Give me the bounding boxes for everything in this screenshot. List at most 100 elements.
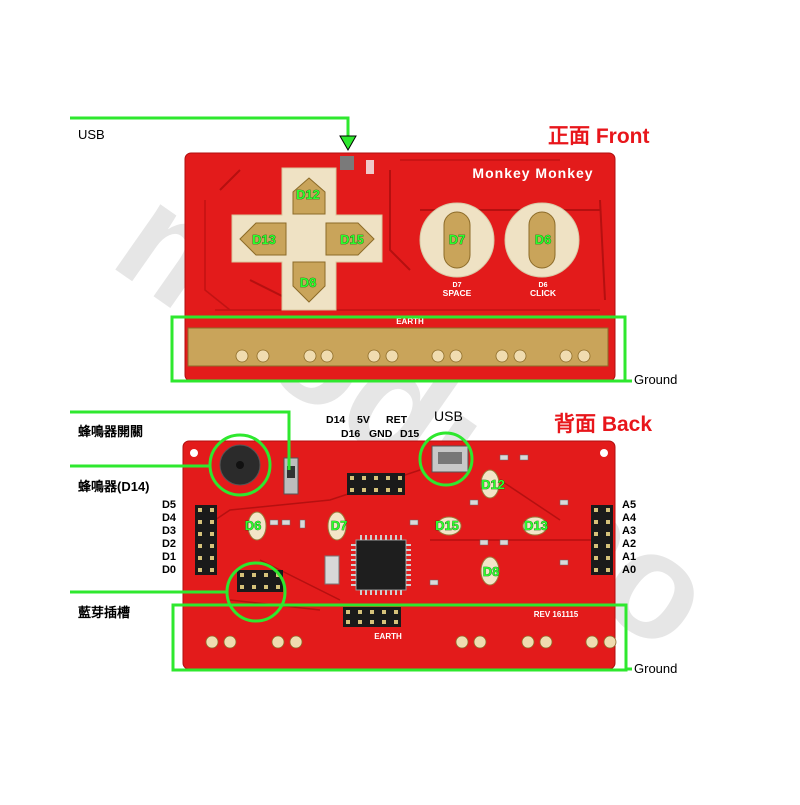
header-pin (198, 568, 202, 572)
header-pin (210, 568, 214, 572)
hdr-top-row1-0: D14 (326, 414, 346, 426)
earth-hole (577, 349, 591, 363)
right-pin-label: A0 (622, 564, 637, 576)
silk-rev: REV 161115 (534, 610, 579, 619)
header-pin (386, 476, 390, 480)
back-pad-label: D6 (245, 518, 262, 533)
header-pin (594, 508, 598, 512)
front-usb-port (340, 156, 354, 170)
back-usb-callout (418, 431, 474, 487)
chip-pin (406, 559, 411, 561)
pad-down (292, 261, 326, 303)
back-pad-label: D12 (481, 477, 505, 492)
earth-hole (603, 635, 617, 649)
hdr-top-row2-0: D16 (341, 428, 361, 440)
silk-click-pin: D6 (539, 282, 548, 289)
header-pin (606, 568, 610, 572)
header-pin (606, 532, 610, 536)
top-header-pins (347, 473, 405, 495)
chip-pin (365, 590, 367, 595)
hdr-top-row1-2: RET (386, 414, 407, 426)
earth-hole (205, 635, 219, 649)
pad-round-d6 (528, 211, 556, 269)
mcu-chip-pins (351, 535, 411, 595)
header-pin (276, 585, 280, 589)
pad-label-right: D15 (340, 232, 364, 247)
chip-pin (406, 574, 411, 576)
header-pin (398, 476, 402, 480)
chip-pin (351, 579, 356, 581)
chip-pin (400, 590, 402, 595)
header-pin (594, 520, 598, 524)
header-pin (594, 544, 598, 548)
earth-hole (303, 349, 317, 363)
chip-pin (380, 590, 382, 595)
back-earth-holes (205, 635, 617, 649)
chip-pin (351, 544, 356, 546)
chip-pin (351, 574, 356, 576)
hdr-top-row2-1: GND (369, 428, 393, 440)
earth-hole (521, 635, 535, 649)
header-pin (358, 620, 362, 624)
header-pin (346, 620, 350, 624)
chip-pin (390, 535, 392, 540)
earth-hole (256, 349, 270, 363)
chip-pin (400, 535, 402, 540)
header-pin (350, 488, 354, 492)
chip-pin (406, 549, 411, 551)
header-pin (394, 620, 398, 624)
pad-label-left: D13 (252, 232, 276, 247)
chip-pin (406, 544, 411, 546)
chip-pin (375, 590, 377, 595)
pad-left (239, 222, 287, 256)
header-pin (374, 488, 378, 492)
chip-pin (370, 590, 372, 595)
board-name: Monkey Monkey (472, 165, 593, 181)
header-body (195, 505, 217, 575)
header-pin (198, 532, 202, 536)
buzzer-label: 蜂鳴器(D14) (78, 479, 150, 494)
header-pin (370, 610, 374, 614)
chip-pin (351, 554, 356, 556)
pad-label-d6: D6 (535, 232, 552, 247)
left-header-pins (195, 505, 217, 575)
header-pin (198, 508, 202, 512)
pad-right (325, 222, 375, 256)
back-title: 背面 Back (554, 413, 653, 436)
chip-pin (390, 590, 392, 595)
header-pin (394, 610, 398, 614)
header-pin (386, 488, 390, 492)
silk-earth-back: EARTH (374, 632, 402, 641)
chip-pin (351, 564, 356, 566)
buzzer-switch-label: 蜂鳴器開關 (78, 424, 144, 439)
silk-click: CLICK (530, 288, 557, 298)
header-pin (370, 620, 374, 624)
chip-pin (351, 584, 356, 586)
chip-pin (370, 535, 372, 540)
front-board: D12 D13 D15 D8 D7 D6 Monkey Monkey D7 SP… (170, 152, 632, 383)
earth-hole (235, 349, 249, 363)
back-ground-callout (171, 603, 628, 672)
header-pin (358, 610, 362, 614)
left-pin-label: D1 (161, 551, 176, 563)
earth-hole (455, 635, 469, 649)
earth-hole (539, 635, 553, 649)
right-pin-label: A2 (622, 538, 637, 550)
chip-pin (351, 569, 356, 571)
earth-hole (513, 349, 527, 363)
header-pin (198, 520, 202, 524)
header-pin (240, 585, 244, 589)
chip-pin (406, 569, 411, 571)
mcu-chip (355, 539, 407, 591)
earth-hole (473, 635, 487, 649)
pad-label-up: D12 (296, 187, 320, 202)
chip-pin (380, 535, 382, 540)
right-pin-label: A4 (622, 512, 637, 524)
chip-pin (406, 564, 411, 566)
pad-label-down: D8 (300, 275, 317, 290)
header-pin (210, 532, 214, 536)
chip-pin (385, 590, 387, 595)
header-pin (240, 573, 244, 577)
